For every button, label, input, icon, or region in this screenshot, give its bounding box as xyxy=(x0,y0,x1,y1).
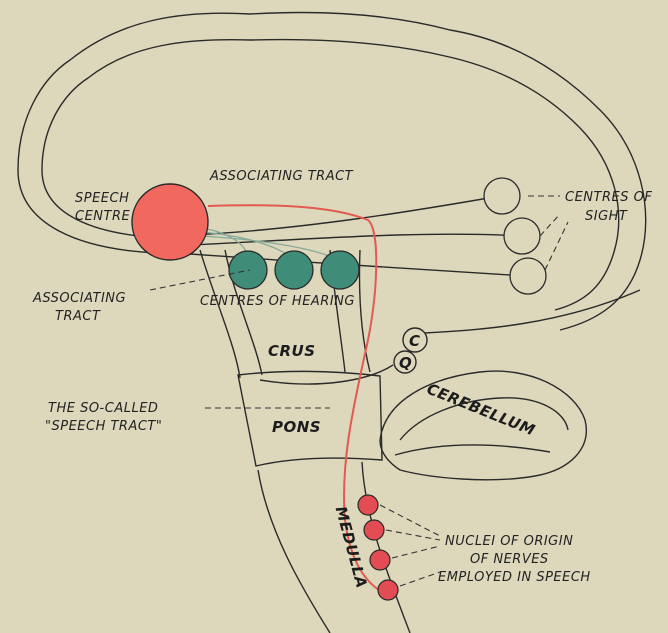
label-medulla: MEDULLA xyxy=(332,504,371,590)
medulla-shape-right xyxy=(362,462,410,633)
label-centres-of-hearing: CENTRES OF HEARING xyxy=(200,294,355,309)
label-nuclei-3: EMPLOYED IN SPEECH xyxy=(438,570,591,585)
sight-centres xyxy=(484,178,546,294)
label-associating-tract-top: ASSOCIATING TRACT xyxy=(209,169,354,184)
label-associating-tract-left-2: TRACT xyxy=(55,309,101,324)
label-q: Q xyxy=(399,354,412,372)
corpora-quadrigemina: C Q xyxy=(394,328,427,373)
speech-centre-circle xyxy=(132,184,208,260)
label-centres-of-sight-1: CENTRES OF xyxy=(565,190,652,205)
label-crus: CRUS xyxy=(268,342,316,360)
label-cerebellum: CEREBELLUM xyxy=(424,380,537,440)
label-nuclei-2: OF NERVES xyxy=(470,552,549,567)
labels: SPEECH CENTRE ASSOCIATING TRACT CENTRES … xyxy=(32,169,652,590)
label-pons: PONS xyxy=(272,418,321,436)
label-nuclei-1: NUCLEI OF ORIGIN xyxy=(445,534,573,549)
label-so-called-2: "SPEECH TRACT" xyxy=(45,419,162,434)
label-c: C xyxy=(409,332,421,350)
label-speech-centre-2: CENTRE xyxy=(75,209,130,224)
medulla-shape xyxy=(258,470,330,633)
leader-lines xyxy=(150,196,568,586)
cerebellum-shape xyxy=(380,371,586,480)
label-centres-of-sight-2: SIGHT xyxy=(585,209,628,224)
label-associating-tract-left-1: ASSOCIATING xyxy=(32,291,126,306)
label-speech-centre-1: SPEECH xyxy=(75,191,129,206)
label-so-called-1: THE SO-CALLED xyxy=(48,401,158,416)
